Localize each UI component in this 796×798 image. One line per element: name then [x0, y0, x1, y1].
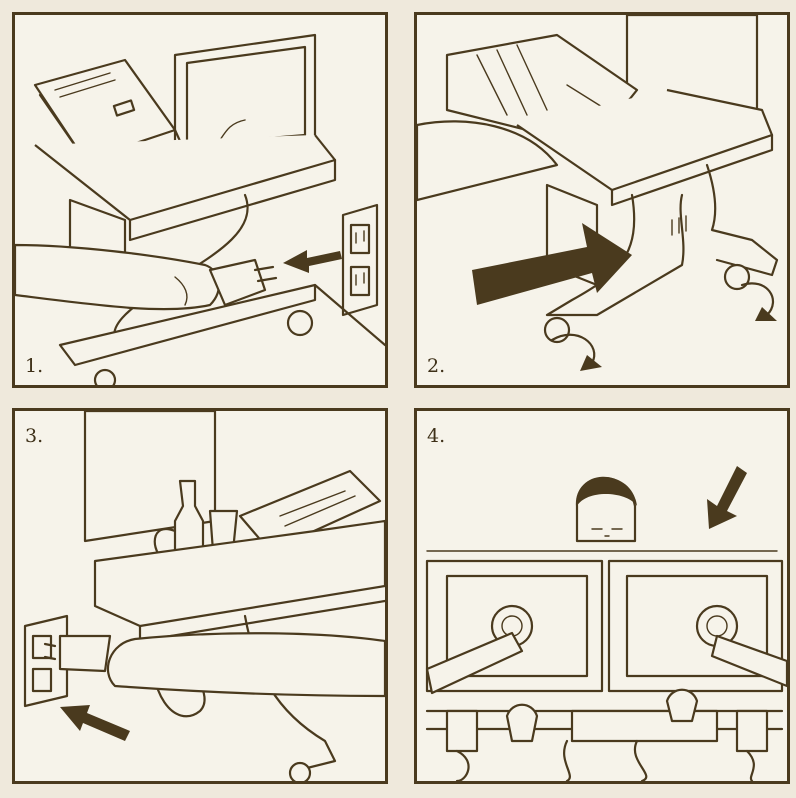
arrow-icon	[707, 466, 747, 529]
panel-4-illustration	[417, 411, 787, 781]
step-number: 1.	[25, 355, 43, 377]
desk-icon	[95, 521, 385, 626]
hand-icon	[108, 633, 385, 696]
hand-icon	[15, 245, 219, 309]
hand-icon	[507, 705, 537, 741]
hand-icon	[667, 690, 697, 721]
panel-1: 1.	[12, 12, 388, 388]
panel-2-illustration	[417, 15, 787, 385]
panel-3-illustration	[15, 411, 385, 781]
arrow-icon	[283, 250, 342, 273]
arrow-icon	[60, 705, 130, 741]
wall-outlet-icon	[343, 205, 377, 315]
step-number: 3.	[25, 425, 43, 447]
keyboard-icon	[572, 711, 717, 741]
panel-3: 3.	[12, 408, 388, 784]
person-face-icon	[577, 477, 637, 541]
cables-icon	[457, 741, 754, 781]
rotation-arrows-icon	[552, 283, 777, 371]
step-number: 4.	[427, 425, 445, 447]
step-number: 2.	[427, 355, 445, 377]
panel-2: 2.	[414, 12, 790, 388]
panel-4: 4.	[414, 408, 790, 784]
panel-1-illustration	[15, 15, 385, 385]
